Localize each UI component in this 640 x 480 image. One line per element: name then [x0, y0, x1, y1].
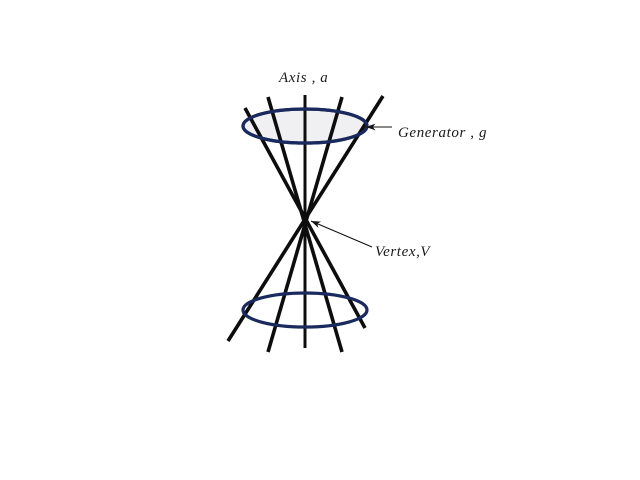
axis-label: Axis , a — [278, 70, 328, 86]
bottom-circle-outline — [241, 291, 369, 329]
vertex-label: Vertex,V — [375, 244, 431, 260]
vertex-leader-arrow — [310, 220, 373, 248]
generator-label: Generator , g — [398, 125, 487, 141]
